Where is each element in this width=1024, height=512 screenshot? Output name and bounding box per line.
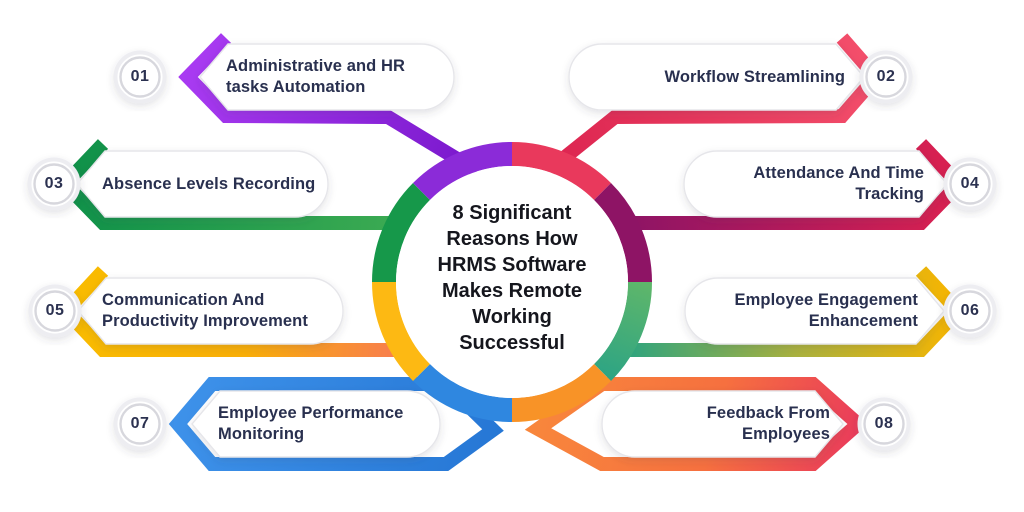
card-02: [568, 43, 865, 111]
badge-01: [113, 50, 167, 104]
badge-06: [943, 284, 997, 338]
center-disc: [396, 166, 628, 398]
center-ring: [372, 142, 652, 422]
card-layer: [76, 43, 948, 458]
ring-seg-crimson: [511, 142, 611, 201]
ribbon-06: [628, 266, 968, 357]
badge-08: [857, 397, 911, 451]
card-04: [683, 150, 948, 218]
badge-04: [943, 157, 997, 211]
ribbon-07: [168, 377, 504, 471]
badge-07: [113, 397, 167, 451]
card-01: [199, 43, 455, 111]
badge-03-number: 03: [44, 175, 64, 192]
card-03: [76, 150, 329, 218]
label-02: Workflow Streamlining: [664, 67, 845, 86]
badge-02: [859, 50, 913, 104]
ribbon-04: [630, 139, 969, 230]
badge-08-number: 08: [874, 415, 894, 432]
badge-05-number: 05: [45, 302, 65, 319]
ring-seg-teal: [593, 281, 652, 381]
center-title: 8 Significant Reasons How HRMS Software …: [437, 202, 587, 354]
label-01: Administrative and HR tasks Automation: [226, 57, 406, 96]
label-08: Feedback From Employees: [706, 404, 830, 443]
ring-seg-orange: [511, 363, 611, 422]
badge-02-number: 02: [876, 68, 896, 85]
card-06: [684, 277, 945, 345]
badge-06-number: 06: [960, 302, 980, 319]
label-04: Attendance And Time Tracking: [753, 164, 924, 203]
label-05: Communication And Productivity Improveme…: [102, 291, 308, 330]
ribbon-01: [178, 33, 481, 177]
label-06: Employee Engagement Enhancement: [734, 291, 918, 330]
badge-04-number: 04: [960, 175, 980, 192]
ring-seg-purple: [413, 142, 513, 201]
ribbon-05: [56, 266, 396, 357]
label-03: Absence Levels Recording: [102, 174, 316, 193]
ring-seg-maroon: [593, 183, 652, 283]
badge-05: [28, 284, 82, 338]
card-05: [77, 277, 344, 345]
ring-seg-green: [372, 183, 431, 283]
badge-03: [27, 157, 81, 211]
badge-01-number: 01: [130, 68, 150, 85]
ring-seg-blue: [413, 363, 513, 422]
badge-07-number: 07: [130, 415, 150, 432]
card-07: [191, 390, 441, 458]
ribbon-03: [55, 139, 394, 230]
badge-layer: [27, 50, 997, 451]
label-07: Employee Performance Monitoring: [218, 404, 404, 443]
card-08: [601, 390, 844, 458]
ring-seg-yellow: [372, 281, 431, 381]
